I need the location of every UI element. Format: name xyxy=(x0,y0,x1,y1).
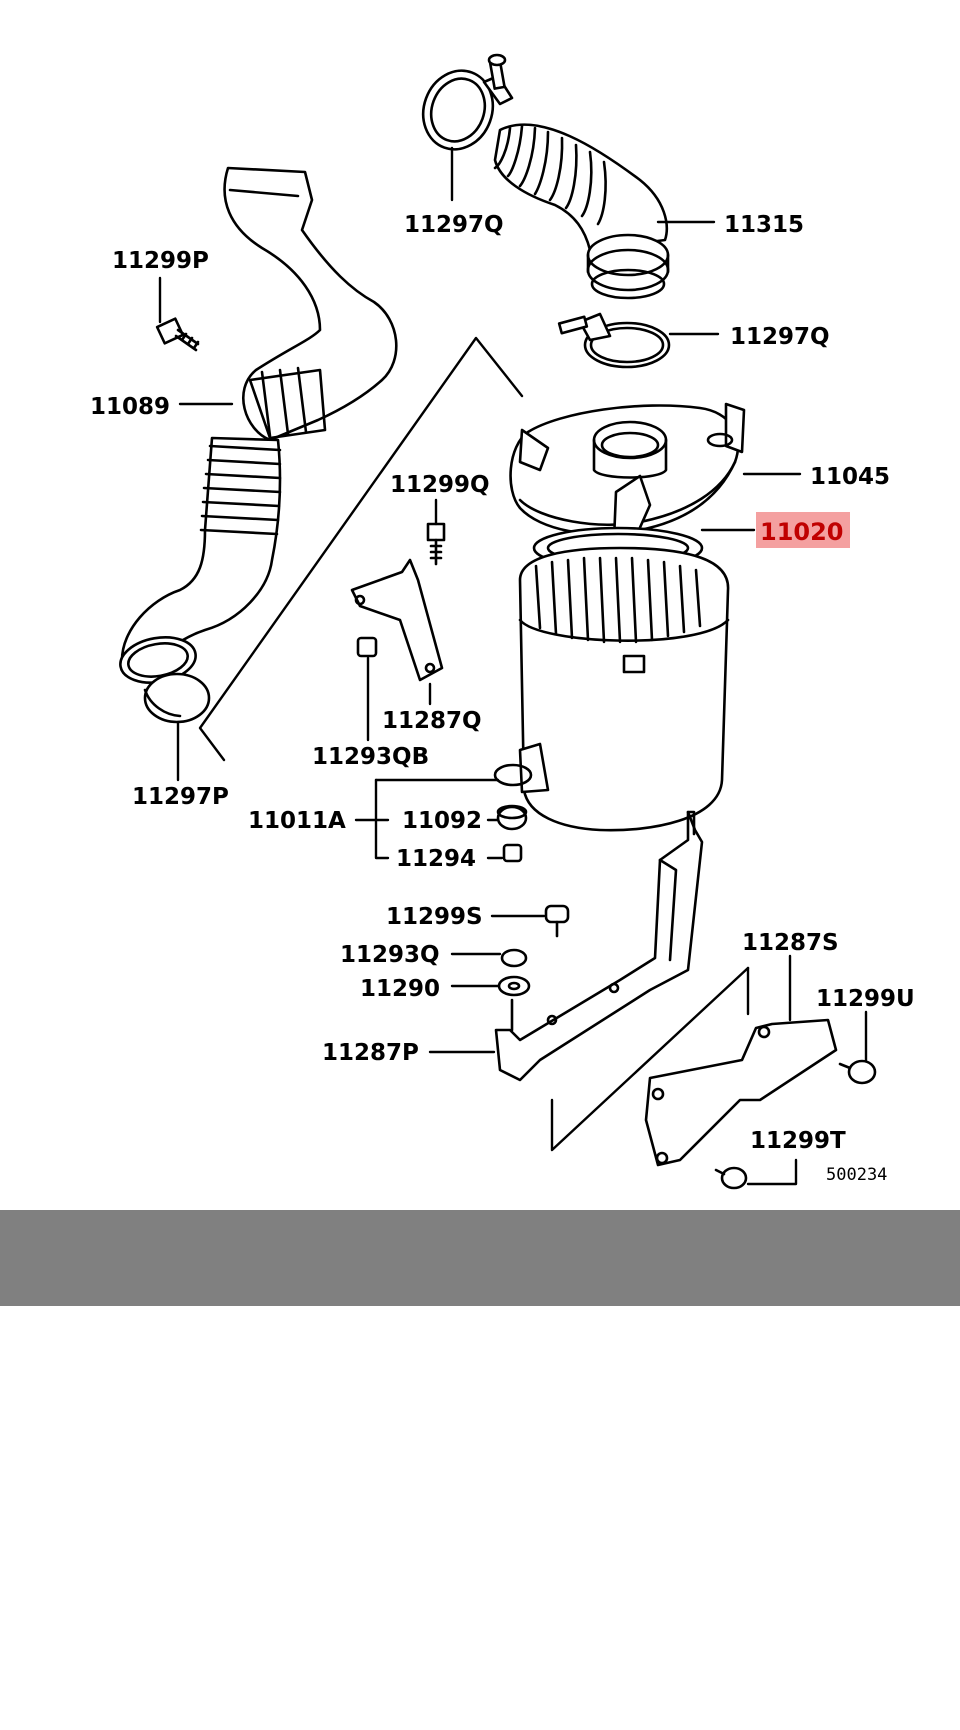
label-11089: 11089 xyxy=(90,394,170,420)
intake-hose xyxy=(493,123,670,300)
highlight-box xyxy=(756,512,850,548)
bolt-11299U xyxy=(838,1059,877,1085)
air-cleaner-case xyxy=(493,546,730,832)
label-11287S: 11287S xyxy=(742,930,839,956)
air-duct xyxy=(119,166,398,684)
label-11290: 11290 xyxy=(360,976,440,1002)
footer-bar: MITSUBISHI - MD603803 N - 11020 xyxy=(0,1210,960,1595)
label-11293QB: 11293QB xyxy=(312,744,429,770)
parts-diagram: 11297Q 11315 11299P 11297Q 11089 11045 1… xyxy=(90,53,915,1190)
bolt-11299S xyxy=(544,904,570,938)
filter-cover xyxy=(509,402,746,552)
bracket-11287S xyxy=(644,1018,838,1167)
label-11287Q: 11287Q xyxy=(382,708,482,734)
exploded-view-drawing: 11297Q 11315 11299P 11297Q 11089 11045 1… xyxy=(90,53,915,1190)
collar-11294 xyxy=(502,843,523,863)
label-11297Q-top: 11297Q xyxy=(404,212,504,238)
washer-11290 xyxy=(497,975,531,997)
label-11297P: 11297P xyxy=(132,784,229,810)
hose-clamp-mid xyxy=(557,312,671,369)
leader-lines xyxy=(158,146,868,1186)
footer-brand: MITSUBISHI xyxy=(164,1345,382,1387)
footer-part-number-value: MD603803 xyxy=(423,1449,610,1491)
bolt-11299P xyxy=(155,317,200,352)
bolt-11299T xyxy=(714,1166,748,1190)
label-11287P: 11287P xyxy=(322,1040,419,1066)
hose-clamp-top xyxy=(421,53,514,151)
label-11011A: 11011A xyxy=(248,808,346,834)
grommet-11092 xyxy=(496,804,528,831)
nut-11293QB xyxy=(356,636,378,658)
part-labels: 11297Q 11315 11299P 11297Q 11089 11045 1… xyxy=(90,212,915,1185)
label-11293Q: 11293Q xyxy=(340,942,440,968)
label-11045: 11045 xyxy=(810,464,890,490)
label-11294: 11294 xyxy=(396,846,476,872)
label-11020: 11020 xyxy=(760,518,844,546)
bolt-11299Q xyxy=(426,522,446,566)
label-11299U: 11299U xyxy=(816,986,915,1012)
label-11299S: 11299S xyxy=(386,904,483,930)
label-11299Q: 11299Q xyxy=(390,472,490,498)
footer-caption: MITSUBISHI - MD603803 N - 11020 xyxy=(0,1210,960,1595)
nut-11293Q xyxy=(500,948,528,968)
footer-reference: N - 11020 xyxy=(632,1553,797,1595)
label-11299P: 11299P xyxy=(112,248,209,274)
bracket-11287Q xyxy=(350,558,444,682)
footer-part-number: - MD603803 xyxy=(400,1449,610,1491)
label-11092: 11092 xyxy=(402,808,482,834)
label-11299T: 11299T xyxy=(750,1128,846,1154)
label-11315: 11315 xyxy=(724,212,804,238)
bracket-11287P xyxy=(494,810,704,1082)
cap-11297P xyxy=(143,672,211,724)
figure-code: 500234 xyxy=(826,1165,887,1185)
label-11297Q-mid: 11297Q xyxy=(730,324,830,350)
